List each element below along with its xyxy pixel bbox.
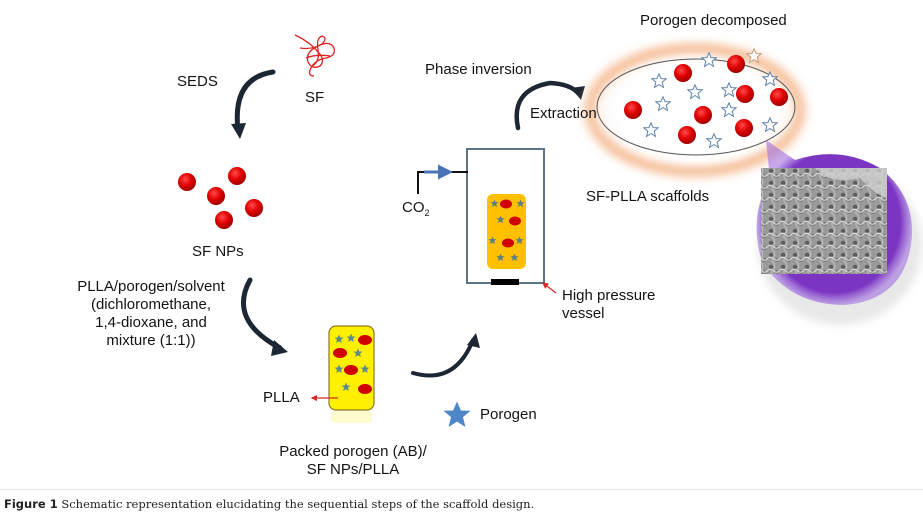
caption-divider bbox=[0, 489, 923, 490]
packed-line: SF NPs/PLLA bbox=[306, 461, 400, 478]
co2-text: CO bbox=[402, 199, 425, 216]
high-pressure-vessel-label: High pressure vessel bbox=[562, 287, 655, 323]
co2-subscript: 2 bbox=[424, 208, 430, 218]
figure-caption-label: Figure 1 bbox=[4, 497, 58, 511]
sf-nanoparticle bbox=[215, 211, 233, 229]
figure-caption: Figure 1 Schematic representation elucid… bbox=[4, 497, 534, 511]
sf-nanoparticle bbox=[344, 365, 358, 375]
vessel-line: vessel bbox=[562, 305, 605, 322]
sf-nanoparticle bbox=[228, 167, 246, 185]
sf-nanoparticle bbox=[333, 348, 347, 358]
silk-fibroin-fiber-icon bbox=[294, 34, 335, 77]
sf-plla-scaffolds-label: SF-PLLA scaffolds bbox=[586, 188, 710, 205]
pressure-arrow bbox=[411, 333, 480, 378]
sf-nps-label: SF NPs bbox=[192, 243, 244, 260]
extraction-arrow bbox=[514, 80, 585, 131]
sf-nanoparticles bbox=[178, 167, 263, 229]
packed-porogen-capsule bbox=[328, 325, 375, 423]
packed-line: Packed porogen (AB)/ bbox=[279, 443, 427, 460]
solvent-line: PLLA/porogen/solvent bbox=[77, 278, 225, 295]
seds-label: SEDS bbox=[177, 73, 218, 90]
vessel-line: High pressure bbox=[562, 287, 656, 304]
solvent-label: PLLA/porogen/solvent (dichloromethane, 1… bbox=[70, 278, 232, 350]
porogen-legend-star-icon bbox=[443, 401, 471, 427]
phase-inversion-label: Phase inversion bbox=[425, 61, 532, 78]
vessel-pointer-arrow bbox=[541, 282, 557, 294]
seds-arrow bbox=[231, 69, 276, 139]
porogen-decomposed-ellipse bbox=[580, 40, 810, 180]
figure-caption-text: Schematic representation elucidating the… bbox=[57, 497, 535, 511]
sf-nanoparticle bbox=[207, 187, 225, 205]
solvent-arrow bbox=[240, 277, 288, 356]
high-pressure-vessel bbox=[466, 148, 545, 285]
packed-porogen-label: Packed porogen (AB)/ SF NPs/PLLA bbox=[262, 443, 444, 479]
sf-nanoparticle bbox=[358, 384, 372, 394]
extraction-label: Extraction bbox=[530, 105, 597, 122]
co2-inlet-pipe bbox=[417, 164, 468, 194]
porogen-legend-label: Porogen bbox=[480, 406, 537, 423]
solvent-line: 1,4-dioxane, and bbox=[95, 314, 207, 331]
sf-nanoparticle bbox=[245, 199, 263, 217]
co2-label: CO2 bbox=[402, 199, 430, 222]
plla-label: PLLA bbox=[263, 389, 300, 406]
porogen-decomposed-label: Porogen decomposed bbox=[640, 12, 787, 29]
solvent-line: mixture (1:1)) bbox=[106, 332, 196, 349]
sf-nanoparticle bbox=[178, 173, 196, 191]
solvent-line: (dichloromethane, bbox=[90, 296, 212, 313]
scaffold-sem-bubble bbox=[756, 140, 922, 325]
sem-micrograph-image bbox=[761, 168, 887, 274]
sf-nanoparticle bbox=[358, 335, 372, 345]
sf-label: SF bbox=[305, 89, 325, 106]
